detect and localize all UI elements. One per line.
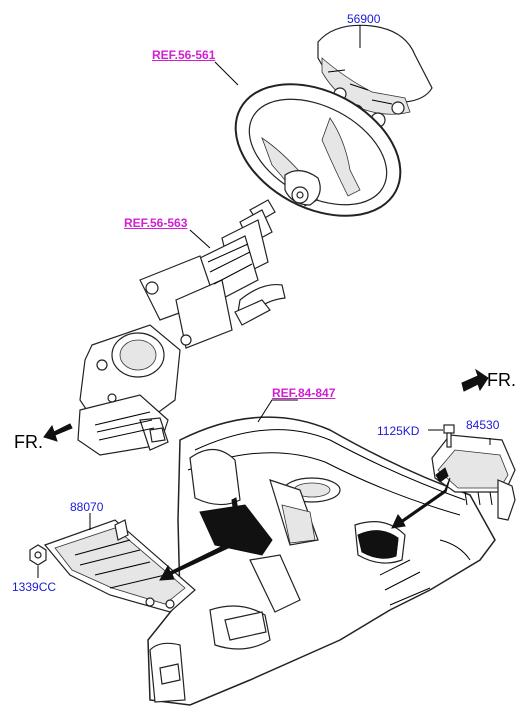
fr-arrow-right: [461, 368, 489, 392]
passenger-airbag-installed: [357, 530, 399, 559]
leader-ref-84-847: [257, 399, 298, 423]
part-label-1339cc[interactable]: 1339CC: [12, 580, 57, 594]
steering-wheel: [234, 83, 402, 217]
part-label-84530[interactable]: 84530: [466, 418, 500, 432]
eps-motor: [77, 324, 181, 456]
ref-label-84-847[interactable]: REF.84-847: [272, 386, 336, 400]
fr-label-right: FR.: [487, 370, 516, 390]
fr-label-left: FR.: [14, 432, 43, 452]
steering-column: [139, 199, 286, 349]
part-label-88070[interactable]: 88070: [70, 500, 104, 514]
part-label-1125kd[interactable]: 1125KD: [377, 424, 420, 438]
passenger-airbag: [431, 434, 516, 521]
knee-airbag-installed: [199, 497, 273, 556]
nut-1339cc: [29, 544, 47, 566]
ref-label-56-561[interactable]: REF.56-561: [152, 48, 216, 62]
arrow-passenger-airbag: [391, 477, 451, 529]
fr-arrow-left: [43, 423, 73, 442]
leader-ref-56-563: [189, 229, 211, 249]
part-label-56900[interactable]: 56900: [347, 12, 381, 26]
bolt-1125kd: [443, 424, 455, 448]
arrow-knee-airbag: [159, 534, 229, 581]
ref-label-56-563[interactable]: REF.56-563: [124, 216, 188, 230]
knee-airbag: [43, 519, 196, 613]
leader-ref-56-561: [214, 61, 239, 86]
